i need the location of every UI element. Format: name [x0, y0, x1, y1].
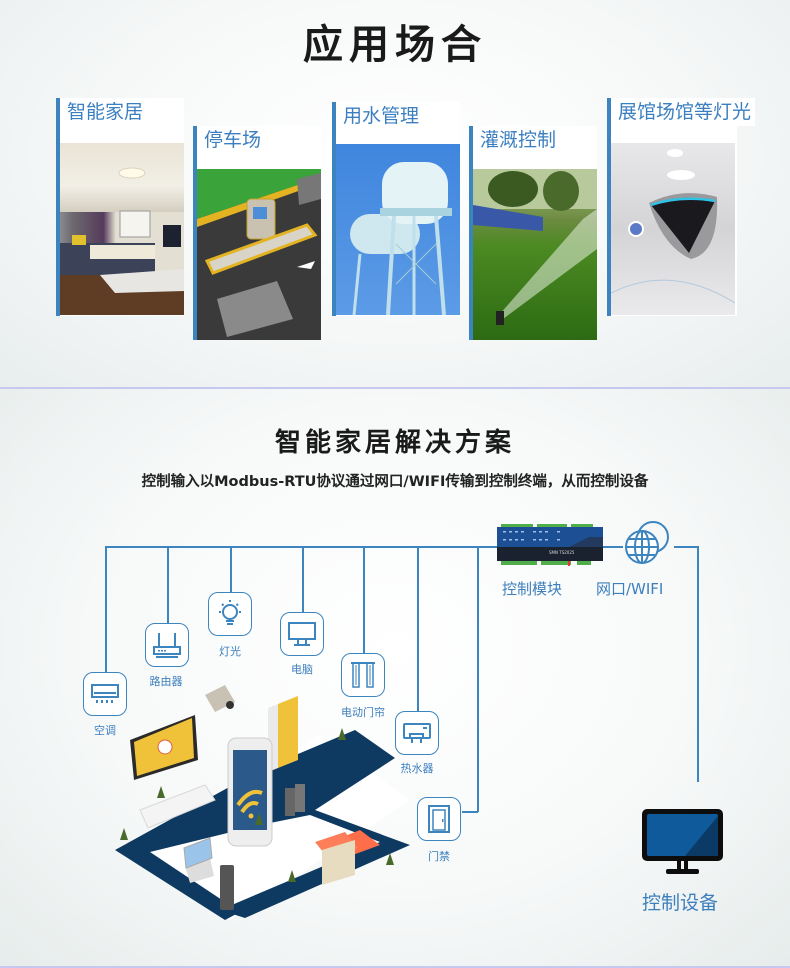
applications-title: 应用场合: [303, 22, 487, 68]
connector-router: [167, 546, 169, 623]
control-device-label: 控制设备: [642, 892, 719, 914]
light-bulb-icon: [219, 600, 241, 625]
water-heater-icon: [403, 723, 431, 743]
bottom-divider: [0, 966, 790, 968]
control-module-label: 控制模块: [502, 580, 563, 598]
bedroom-image: [60, 143, 184, 315]
device-water-heater[interactable]: [395, 711, 439, 755]
curtain-icon: [351, 662, 375, 688]
device-curtain[interactable]: [341, 653, 385, 697]
globe-icon: [625, 521, 669, 564]
module-network-line: [603, 546, 623, 548]
connector-ac: [105, 546, 107, 673]
connector-door: [477, 546, 479, 812]
monitor-icon: [642, 809, 723, 874]
card-label: 智能家居: [67, 98, 148, 126]
network-line-h: [674, 546, 697, 548]
network-globe[interactable]: [623, 520, 673, 566]
device-label: 空调: [94, 724, 116, 737]
solution-description: 控制输入以Modbus-RTU协议通过网口/WIFI传输到控制终端，从而控制设备: [141, 474, 649, 490]
connector-curtain: [363, 546, 365, 653]
air-conditioner-icon: [91, 684, 119, 703]
connector-heater: [417, 546, 419, 711]
device-computer[interactable]: [280, 612, 324, 656]
router-icon: [153, 633, 181, 658]
network-line-v: [697, 546, 699, 782]
solution-section: [0, 389, 790, 966]
device-router[interactable]: [145, 623, 189, 667]
exhibition-image: [611, 143, 735, 315]
connector-door-h: [462, 811, 478, 813]
water-tower-image: [336, 144, 460, 315]
control-module-icon: SMN TS2025: [497, 524, 603, 566]
section-divider: [0, 387, 790, 389]
computer-monitor-icon: [288, 622, 316, 646]
parking-image: [197, 169, 321, 340]
solution-title: 智能家居解决方案: [274, 428, 515, 458]
irrigation-image: [473, 169, 597, 340]
network-label: 网口/WIFI: [596, 580, 664, 598]
door-icon: [428, 805, 450, 833]
svg-text:SMN TS2025: SMN TS2025: [549, 550, 575, 555]
device-door-access[interactable]: [417, 797, 461, 841]
device-light[interactable]: [208, 592, 252, 636]
connector-light: [230, 546, 232, 592]
card-label: 展馆场馆等灯光: [618, 98, 756, 126]
control-device[interactable]: [640, 807, 725, 877]
card-water-management: 用水管理: [332, 102, 460, 316]
control-module-device[interactable]: SMN TS2025: [497, 524, 603, 566]
device-label: 灯光: [219, 645, 241, 658]
card-parking: 停车场: [193, 126, 321, 340]
device-label: 电脑: [291, 663, 313, 676]
connector-computer: [302, 546, 304, 612]
card-label: 停车场: [204, 126, 266, 154]
device-label: 路由器: [149, 675, 183, 688]
card-smart-home: 智能家居: [56, 98, 184, 316]
card-label: 灌溉控制: [480, 126, 561, 154]
device-label: 热水器: [400, 762, 434, 775]
bus-line: [105, 546, 497, 548]
smart-home-illustration: [110, 680, 410, 920]
card-irrigation: 灌溉控制: [469, 126, 597, 340]
device-air-conditioner[interactable]: [83, 672, 127, 716]
card-label: 用水管理: [343, 102, 424, 130]
device-label: 门禁: [428, 850, 450, 863]
device-label: 电动门帘: [341, 706, 385, 719]
card-exhibition-lighting: 展馆场馆等灯光: [607, 98, 756, 316]
